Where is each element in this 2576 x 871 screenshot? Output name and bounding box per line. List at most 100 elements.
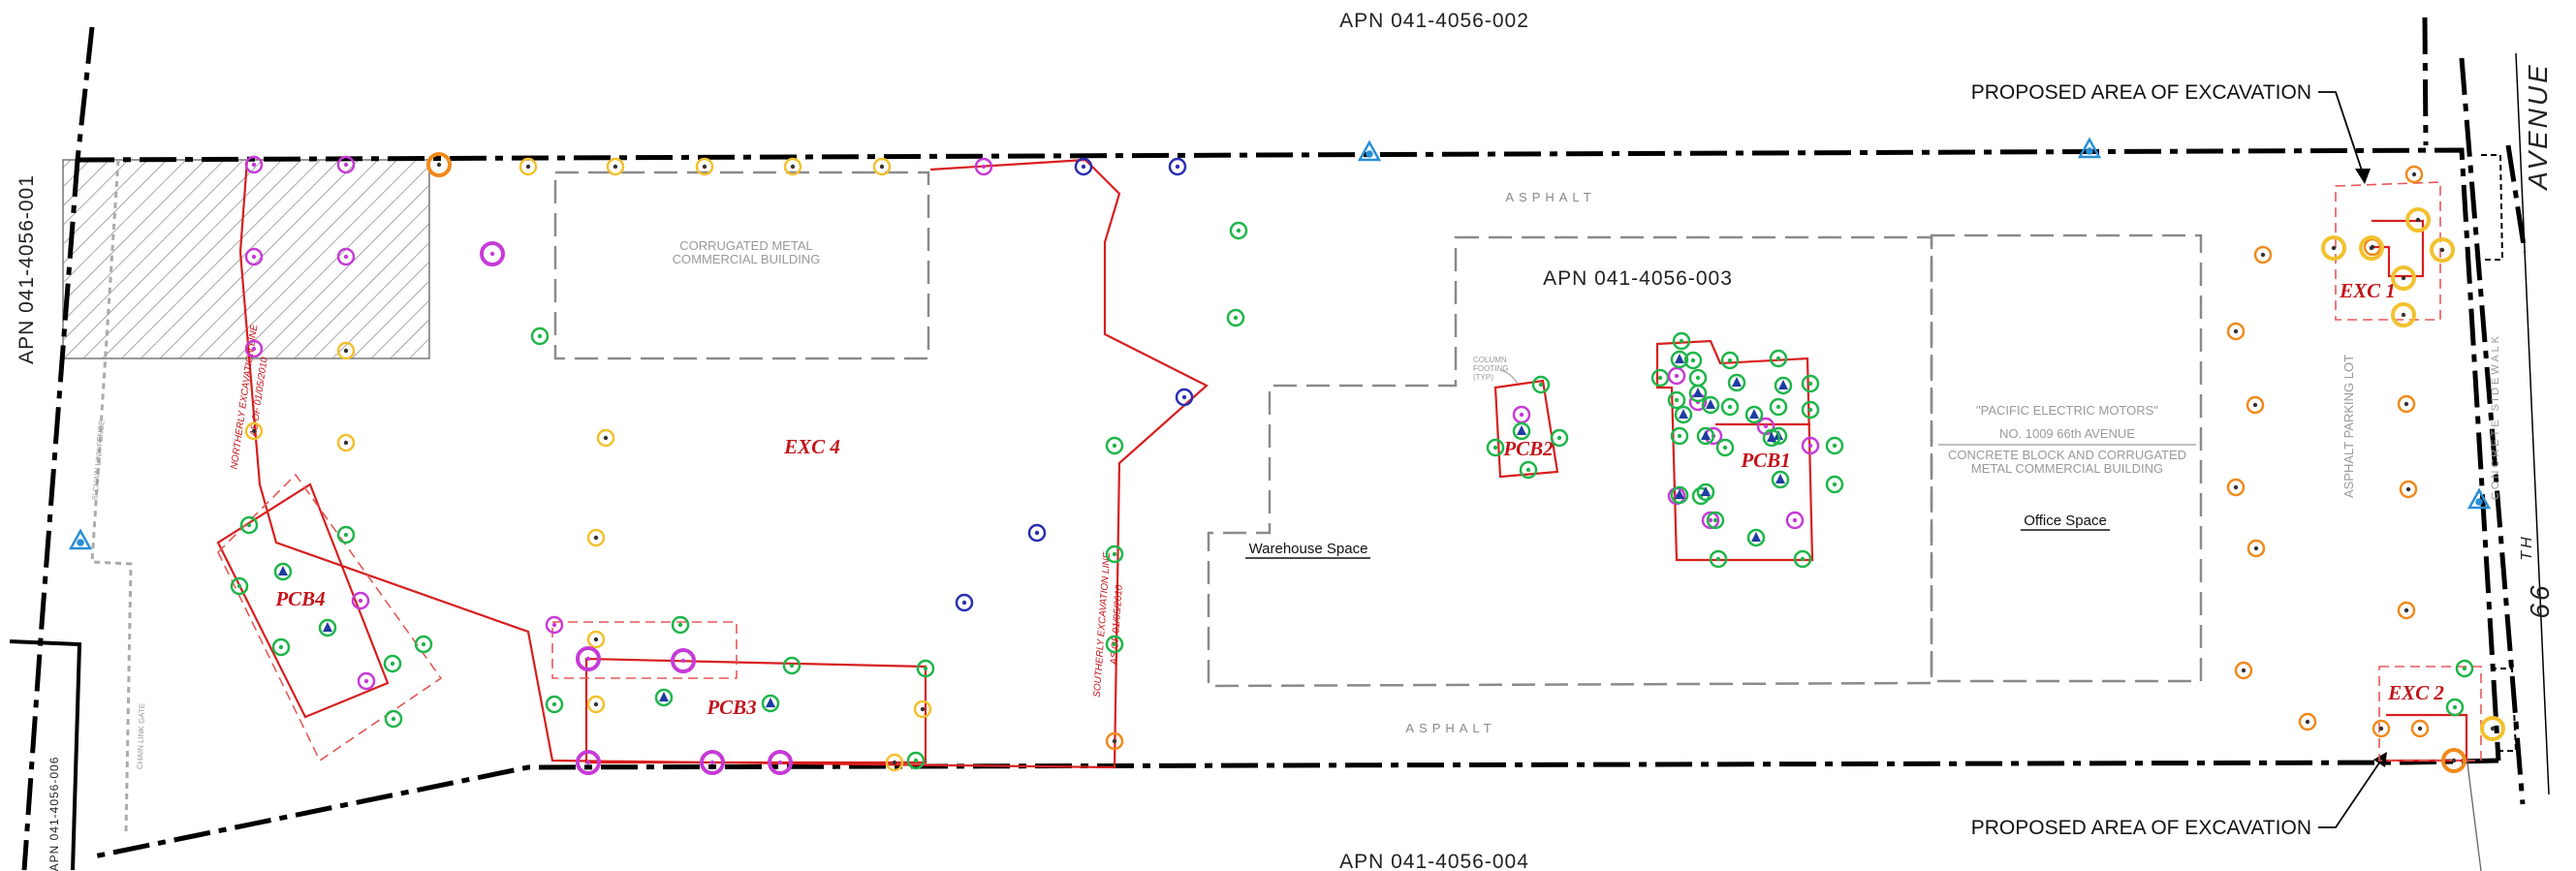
sample-triangle-icon — [1512, 421, 1531, 441]
sample-triangle-icon — [1670, 485, 1689, 505]
sample-point-icon — [2480, 716, 2505, 741]
corrugated-building-outline — [553, 171, 930, 360]
sample-point-icon — [1175, 388, 1194, 407]
sample-point-icon — [2321, 235, 2346, 261]
parking-lot-label: ASPHALT PARKING LOT — [2341, 355, 2356, 498]
sample-point-icon — [2391, 302, 2416, 327]
southerly-line-label-1: SOUTHERLY EXCAVATION LINE — [1092, 551, 1113, 698]
survey-triangle-icon — [2466, 487, 2492, 510]
label-exc4: EXC 4 — [783, 435, 840, 458]
apn-west-label: APN 041-4056-001 — [16, 174, 38, 364]
sample-triangle-icon — [273, 562, 293, 581]
sample-point-icon — [1825, 436, 1844, 455]
sample-point-icon — [2226, 478, 2246, 497]
sample-point-icon — [480, 241, 505, 266]
sample-point-icon — [2226, 322, 2246, 341]
sample-point-icon — [357, 671, 376, 691]
sample-point-icon — [545, 695, 564, 714]
apn-center-label: APN 041-4056-003 — [1543, 267, 1733, 290]
street-curb-line — [2515, 52, 2550, 795]
sample-point-icon — [2405, 207, 2431, 233]
sample-point-icon — [1512, 405, 1531, 424]
sample-point-icon — [2410, 719, 2430, 738]
sample-point-icon — [2397, 394, 2416, 414]
callout-top-arrow — [2355, 169, 2371, 184]
sample-triangle-icon — [1744, 405, 1764, 424]
sample-triangle-icon — [318, 618, 337, 638]
sample-triangle-icon — [1746, 528, 1766, 547]
corrugated-building-label-1: CORRUGATED METAL — [679, 238, 812, 253]
sample-point-icon — [913, 700, 932, 719]
sample-point-icon — [2391, 265, 2416, 291]
sample-point-icon — [2234, 661, 2253, 680]
sample-point-icon — [2359, 235, 2384, 261]
callout-bottom-label: PROPOSED AREA OF EXCAVATION — [1971, 817, 2311, 839]
sample-point-icon — [2441, 748, 2466, 773]
sample-triangle-icon — [1771, 470, 1790, 489]
callout-bottom-arrow — [2373, 752, 2387, 767]
sample-point-icon — [1531, 375, 1551, 394]
sample-point-icon — [244, 421, 264, 441]
sample-point-icon — [336, 433, 356, 452]
sample-point-icon — [974, 157, 993, 176]
sample-point-icon — [2397, 601, 2416, 620]
sample-point-icon — [239, 515, 259, 535]
survey-triangle-icon — [2077, 137, 2102, 159]
exc4-north-notch — [929, 158, 1086, 171]
sample-point-icon — [384, 709, 403, 729]
sample-point-icon — [336, 341, 356, 360]
pacific-label-2: NO. 1009 66th AVENUE — [1999, 426, 2135, 441]
pcb4-boundary — [216, 482, 390, 719]
sample-point-icon — [1825, 475, 1844, 494]
sample-point-icon — [2455, 659, 2474, 678]
sample-point-icon — [1785, 511, 1805, 530]
sample-triangle-icon — [1696, 426, 1715, 446]
sample-point-icon — [916, 659, 935, 678]
asphalt-north-label: ASPHALT — [1505, 190, 1595, 204]
sample-point-icon — [586, 695, 606, 714]
property-boundary — [21, 147, 2501, 871]
sample-point-icon — [244, 339, 264, 358]
sample-triangle-icon — [1701, 395, 1720, 415]
pcb1-boundary — [1655, 339, 1814, 562]
sample-point-icon — [1801, 374, 1820, 393]
sample-point-icon — [518, 157, 538, 176]
sample-point-icon — [1550, 428, 1569, 448]
sample-point-icon — [2404, 165, 2424, 184]
label-pcb3: PCB3 — [706, 696, 756, 719]
gate-label: CHAIN LINK GATE — [136, 703, 146, 770]
sample-point-icon — [1793, 549, 1812, 569]
label-exc1: EXC 1 — [2339, 279, 2396, 302]
sample-point-icon — [1670, 426, 1689, 446]
sample-point-icon — [1074, 157, 1093, 176]
exc1-boundary — [2372, 219, 2425, 278]
sample-point-icon — [576, 646, 601, 671]
exc4-boundary — [238, 159, 1209, 769]
sample-point-icon — [782, 656, 801, 675]
sample-point-icon — [1519, 460, 1538, 480]
sample-point-icon — [2246, 539, 2266, 558]
label-exc2: EXC 2 — [2387, 681, 2444, 704]
excavation-lines — [216, 158, 2468, 769]
pcb2-boundary — [1493, 379, 1559, 479]
sample-point-icon — [244, 155, 264, 174]
apn-north-label: APN 041-4056-002 — [1339, 10, 1529, 32]
sample-triangle-icon — [1670, 350, 1689, 369]
pacific-label-3: CONCRETE BLOCK AND CORRUGATED — [1948, 448, 2186, 462]
survey-triangle-icon — [1357, 140, 1382, 162]
sample-triangle-icon — [654, 688, 674, 707]
callout-top-leader — [2318, 91, 2366, 180]
pacific-label-1: "PACIFIC ELECTRIC MOTORS" — [1976, 403, 2158, 418]
sample-point-icon — [426, 152, 452, 177]
sample-point-icon — [1715, 438, 1735, 457]
street-suffix-label: TH — [2519, 534, 2535, 560]
sample-point-icon — [596, 428, 615, 448]
sample-point-icon — [1105, 635, 1124, 654]
label-pcb2: PCB2 — [1502, 437, 1554, 460]
sample-triangle-icon — [1774, 376, 1793, 395]
sidewalk-label: CONCRETE SIDEWALK — [2490, 333, 2501, 500]
sample-point-icon — [1688, 368, 1708, 388]
sample-point-icon — [2445, 698, 2465, 717]
sample-point-icon — [230, 576, 249, 596]
